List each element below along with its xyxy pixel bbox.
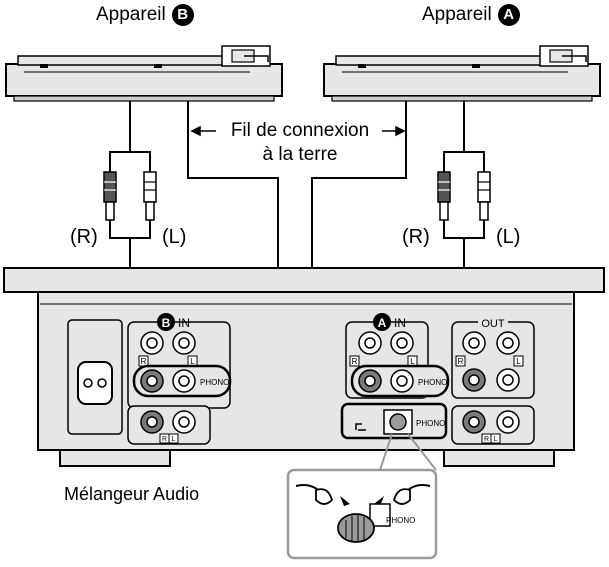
phono-jacks-a: PHONO <box>350 364 450 398</box>
channel-l-b: (L) <box>162 226 187 248</box>
svg-text:L: L <box>516 357 521 366</box>
ground-wire-label: Fil de connexion à la terre <box>200 119 400 167</box>
channel-r-a: (R) <box>402 226 430 248</box>
device-b-badge: B <box>171 4 194 26</box>
svg-text:A: A <box>378 316 387 330</box>
l-mark-b: L <box>190 357 195 366</box>
in-label-a: IN <box>394 316 406 330</box>
svg-text:R: R <box>484 436 489 443</box>
ground-label-arrows <box>190 125 406 137</box>
svg-text:L: L <box>172 436 176 443</box>
in-label-b: IN <box>178 316 190 330</box>
phono-label-detail: PHONO <box>386 516 415 525</box>
jacks-a-top: R L <box>349 331 418 367</box>
svg-text:R: R <box>458 357 464 366</box>
phono-label-ground: PHONO <box>416 419 445 428</box>
ground-wire-line2: à la terre <box>262 144 338 165</box>
turntable-a <box>323 45 601 102</box>
jacks-out-bottom: R L <box>451 405 535 445</box>
jacks-b-top: R L <box>138 331 198 367</box>
ground-wire-line1: Fil de connexion <box>230 120 370 141</box>
output-panel: OUT R L <box>451 315 535 399</box>
device-a-label: Appareil <box>422 4 492 25</box>
svg-text:R: R <box>162 436 167 443</box>
svg-text:R: R <box>352 357 358 366</box>
power-inlet <box>67 319 123 435</box>
device-b-label: Appareil <box>96 4 166 25</box>
jacks-b-bottom: R L <box>127 405 211 445</box>
ground-terminal: PHONO <box>340 402 448 440</box>
phono-label-a: PHONO <box>418 378 447 387</box>
device-a-badge: A <box>497 4 520 26</box>
mixer-name: Mélangeur Audio <box>64 484 200 504</box>
rca-plugs-b <box>103 171 157 221</box>
r-mark-b: R <box>141 357 147 366</box>
channel-r-b: (R) <box>70 226 98 248</box>
svg-text:L: L <box>410 357 415 366</box>
turntable-b <box>5 45 283 102</box>
rca-plugs-a <box>437 171 491 221</box>
channel-l-a: (L) <box>496 226 521 248</box>
phono-jacks-b: PHONO <box>132 364 232 398</box>
phono-label-b: PHONO <box>200 378 229 387</box>
out-label: OUT <box>481 318 505 330</box>
svg-text:B: B <box>162 316 171 330</box>
ground-terminal-detail: PHONO <box>286 433 438 560</box>
svg-text:L: L <box>494 436 498 443</box>
